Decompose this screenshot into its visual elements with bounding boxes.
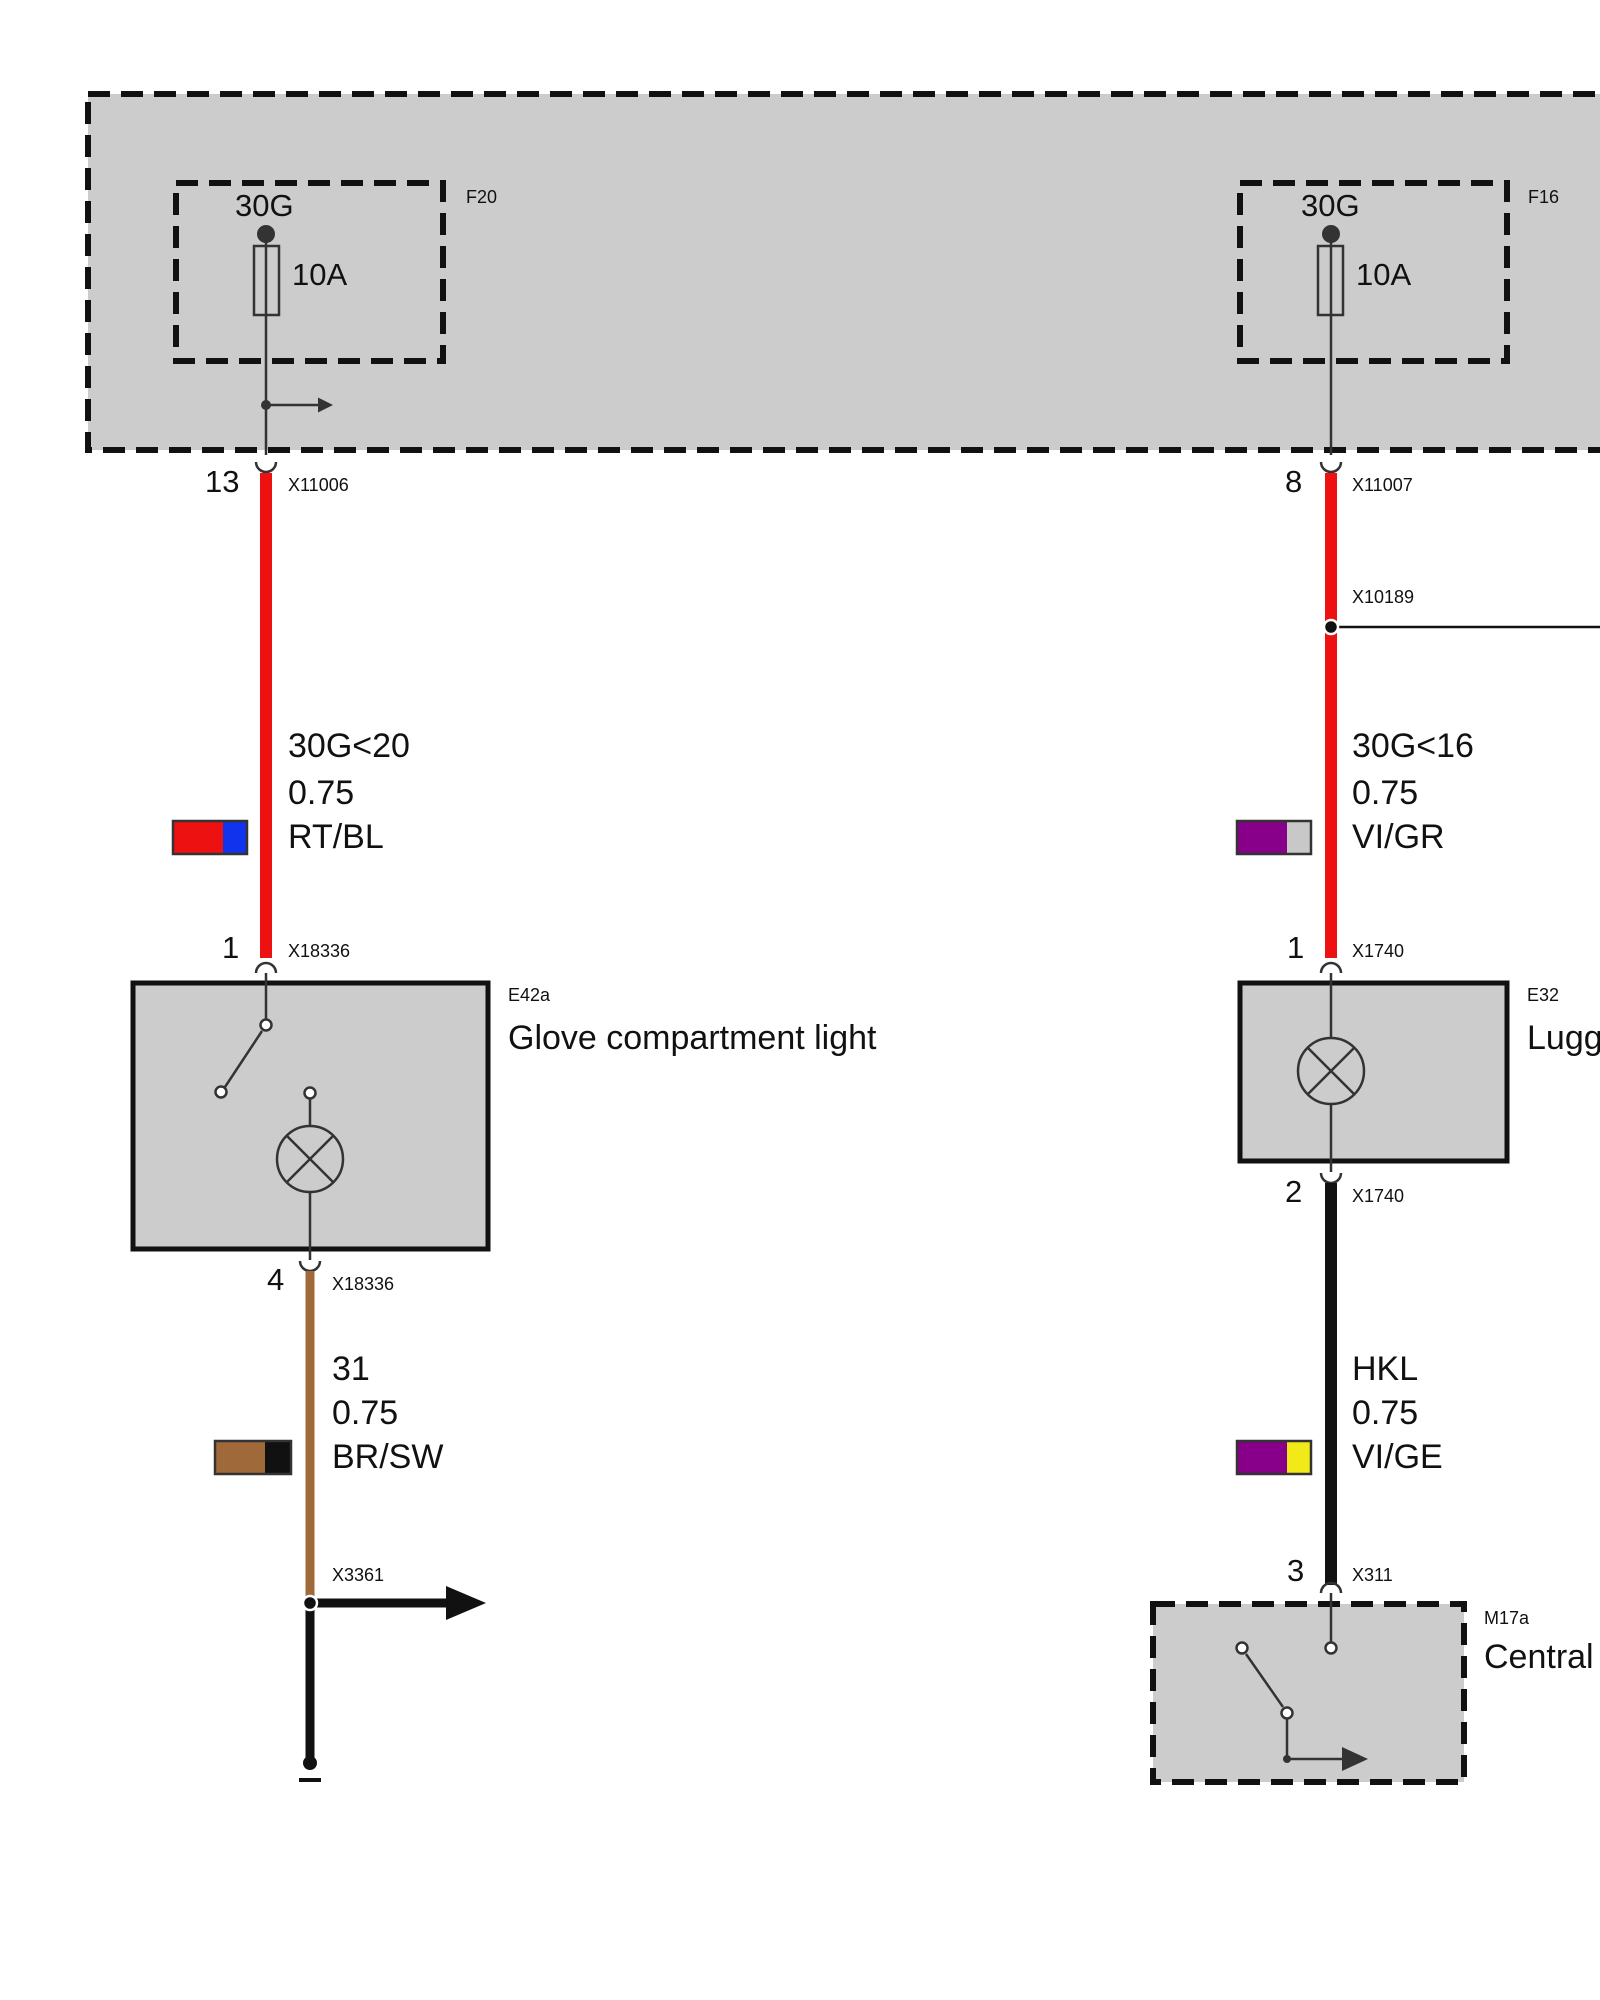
fuse-f16-rating: 10A bbox=[1356, 257, 1411, 292]
glove-compartment-light-id: E42a bbox=[508, 985, 551, 1005]
left-wire-color-code: RT/BL bbox=[288, 818, 384, 856]
lock-switch-icon bbox=[1235, 1593, 1368, 1771]
left-component-connector-in: X18336 bbox=[288, 941, 350, 961]
glove-compartment-light-name: Glove compartment light bbox=[508, 1019, 877, 1057]
luggage-light-id: E32 bbox=[1527, 985, 1559, 1005]
left-wire-color-swatch bbox=[171, 819, 249, 856]
left-ground-wire-color-swatch bbox=[213, 1439, 293, 1476]
door-switch-icon bbox=[214, 973, 317, 1126]
luggage-lamp-icon bbox=[1296, 973, 1366, 1172]
left-ground-wire-signal: 31 bbox=[332, 1350, 370, 1388]
right-wire-signal: 30G<16 bbox=[1352, 727, 1474, 765]
fuse-f16: 30G 10A F16 bbox=[1237, 180, 1559, 455]
fuse-f16-id: F16 bbox=[1528, 187, 1559, 207]
right-component-connector-in: X1740 bbox=[1352, 941, 1404, 961]
fuse-f20: 30G 10A F20 bbox=[173, 180, 497, 455]
fuse-f20-id: F20 bbox=[466, 187, 497, 207]
fuse-f16-terminal: 30G bbox=[1301, 188, 1360, 223]
right-splice-label: X10189 bbox=[1352, 587, 1414, 607]
right-lower-connector: X311 bbox=[1352, 1565, 1393, 1585]
right-component-pin-in: 1 bbox=[1287, 930, 1304, 965]
right-top-pin: 8 bbox=[1285, 464, 1302, 499]
fuse-f20-terminal: 30G bbox=[235, 188, 294, 223]
left-ground-wire-size: 0.75 bbox=[332, 1394, 398, 1432]
right-splice-dot bbox=[1322, 618, 1340, 636]
left-wire-signal: 30G<20 bbox=[288, 727, 410, 765]
fuse-f20-rating: 10A bbox=[292, 257, 347, 292]
left-splice-dot bbox=[301, 1594, 319, 1612]
left-splice-label: X3361 bbox=[332, 1565, 384, 1585]
right-lower-wire-size: 0.75 bbox=[1352, 1394, 1418, 1432]
right-top-connector: X11007 bbox=[1352, 475, 1413, 495]
fuse-f20-enclosure bbox=[173, 180, 446, 364]
left-component-pin-in: 1 bbox=[222, 930, 239, 965]
central-locking-module bbox=[1150, 1601, 1467, 1785]
central-locking-id: M17a bbox=[1484, 1608, 1530, 1628]
left-ground-wire-color-code: BR/SW bbox=[332, 1438, 443, 1476]
right-component-pin-out: 2 bbox=[1285, 1174, 1302, 1209]
right-lower-wire-color-code: VI/GE bbox=[1352, 1438, 1443, 1476]
fuse-f16-symbol bbox=[1316, 244, 1345, 317]
luggage-light-module bbox=[1237, 980, 1510, 1164]
luggage-light-name: Lugg bbox=[1527, 1019, 1600, 1057]
right-wire-size: 0.75 bbox=[1352, 774, 1418, 812]
right-wire-color-code: VI/GR bbox=[1352, 818, 1445, 856]
central-locking-name: Central bbox=[1484, 1638, 1594, 1676]
left-component-connector-out: X18336 bbox=[332, 1274, 394, 1294]
right-wire-color-swatch bbox=[1235, 819, 1313, 856]
left-top-pin: 13 bbox=[205, 464, 239, 499]
right-component-connector-out: X1740 bbox=[1352, 1186, 1404, 1206]
right-lower-pin: 3 bbox=[1287, 1553, 1304, 1588]
lamp-icon bbox=[275, 1124, 345, 1260]
fuse-f20-symbol bbox=[252, 244, 281, 317]
right-lower-wire-signal: HKL bbox=[1352, 1350, 1418, 1388]
right-lower-wire-color-swatch bbox=[1235, 1439, 1313, 1476]
ground-icon bbox=[299, 1756, 321, 1782]
left-top-connector: X11006 bbox=[288, 475, 349, 495]
fuse-f16-enclosure bbox=[1237, 180, 1510, 364]
left-component-pin-out: 4 bbox=[267, 1262, 284, 1297]
left-wire-size: 0.75 bbox=[288, 774, 354, 812]
power-distribution-module bbox=[85, 91, 1600, 453]
